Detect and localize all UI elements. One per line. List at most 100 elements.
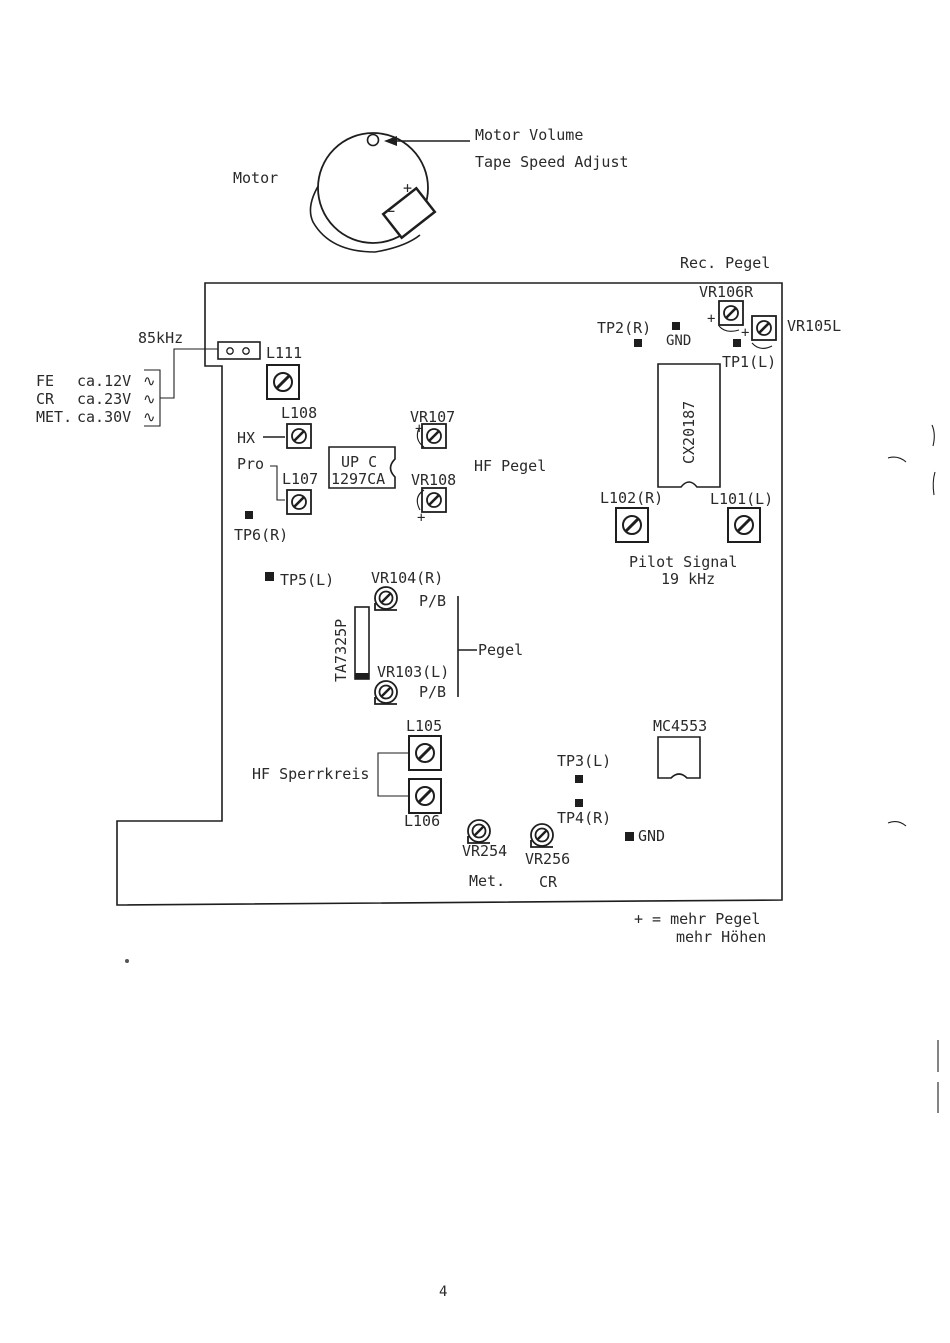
tp6r-testpoint[interactable] (245, 511, 253, 519)
fe-label: FE (36, 372, 54, 390)
motor-label: Motor (233, 169, 278, 187)
pro-label: Pro (237, 455, 264, 473)
vr108-plus-mark: + (417, 510, 425, 526)
sperrkreis-bracket (377, 752, 409, 797)
cr-label: CR (36, 390, 55, 408)
gnd-bottom-testpoint[interactable] (625, 832, 634, 841)
vr256-pot[interactable] (529, 822, 555, 849)
pilot-freq-label: 19 kHz (661, 570, 715, 588)
pb2-label: P/B (419, 683, 446, 701)
tape-speed-adjust-label: Tape Speed Adjust (475, 153, 629, 171)
hf-sperrkreis-label: HF Sperrkreis (252, 765, 369, 783)
motor-minus-mark: − (386, 202, 395, 220)
cr-mode-label: CR (539, 873, 558, 891)
oscillator-header (217, 341, 261, 360)
fe-voltage: ca.12V (77, 372, 131, 390)
cx20187-chip-label: CX20187 (680, 401, 698, 464)
scan-artifacts (125, 424, 939, 1113)
vr103l-label: VR103(L) (377, 663, 449, 681)
tp1l-testpoint[interactable] (733, 339, 741, 347)
l108-coil[interactable] (285, 422, 313, 450)
upc1297ca-chip (328, 446, 396, 489)
vr106r-plus-mark: + (707, 311, 715, 327)
tp5l-testpoint[interactable] (265, 572, 274, 581)
l106-coil[interactable] (407, 777, 443, 815)
motor-plus-mark: + (403, 179, 412, 197)
l111-label: L111 (266, 344, 302, 362)
fe-ac-symbol: ∿ (143, 372, 156, 390)
vr104r-pot[interactable] (373, 585, 399, 612)
motor-volume-label: Motor Volume (475, 126, 583, 144)
l111-coil[interactable] (265, 363, 301, 401)
pegel-label: Pegel (478, 641, 523, 659)
tp5l-label: TP5(L) (280, 571, 334, 589)
motor-adjust-arrow (384, 136, 397, 146)
l108-label: L108 (281, 404, 317, 422)
vr106r-trimmer[interactable] (717, 299, 745, 327)
tp3l-testpoint[interactable] (575, 775, 583, 783)
cr-ac-symbol: ∿ (143, 390, 156, 408)
cr-voltage: ca.23V (77, 390, 131, 408)
vr107-trimmer[interactable] (420, 422, 448, 450)
vr254-pot[interactable] (466, 818, 492, 845)
l107-coil[interactable] (285, 488, 313, 516)
gnd-top-testpoint[interactable] (672, 322, 680, 330)
met-mode-label: Met. (469, 872, 505, 890)
page-number: 4 (439, 1284, 447, 1300)
vr108-trimmer[interactable] (420, 486, 448, 514)
upc-chip-label-line1: UP C (341, 453, 377, 471)
vr104r-label: VR104(R) (371, 569, 443, 587)
met-ac-symbol: ∿ (143, 408, 156, 426)
hf-pegel-label: HF Pegel (474, 457, 546, 475)
l101l-coil[interactable] (726, 506, 762, 544)
l105-label: L105 (406, 717, 442, 735)
mc4553-chip (657, 736, 701, 779)
mc4553-label: MC4553 (653, 717, 707, 735)
vr107-label: VR107 (410, 408, 455, 426)
legend-line1: + = mehr Pegel (634, 910, 760, 928)
motor-assembly (309, 132, 470, 253)
tp2r-label: TP2(R) (597, 319, 651, 337)
vr108-rotation-arrow (416, 489, 425, 511)
vr254-label: VR254 (462, 842, 507, 860)
vr103l-pot[interactable] (373, 679, 399, 706)
gnd-top-label: GND (666, 333, 691, 349)
l107-label: L107 (282, 470, 318, 488)
met-label: MET. (36, 408, 72, 426)
pcb-outline (116, 282, 783, 906)
gnd-bottom-label: GND (638, 827, 665, 845)
pilot-signal-label: Pilot Signal (629, 553, 737, 571)
tp6r-label: TP6(R) (234, 526, 288, 544)
vr105l-plus-mark: + (741, 325, 749, 341)
tp2r-testpoint[interactable] (634, 339, 642, 347)
vr256-label: VR256 (525, 850, 570, 868)
vr105l-rotation-arrow (751, 342, 773, 349)
l105-coil[interactable] (407, 734, 443, 772)
motor-trimmer-hole (366, 133, 380, 147)
tp4r-testpoint[interactable] (575, 799, 583, 807)
cx20187-chip (657, 363, 721, 488)
tp4r-label: TP4(R) (557, 809, 611, 827)
vr107-plus-mark: + (415, 421, 423, 437)
85khz-label: 85kHz (138, 329, 183, 347)
upc-chip-label-line2: 1297CA (331, 470, 385, 488)
voltage-bracket (144, 369, 161, 427)
vr105l-label: VR105L (787, 317, 841, 335)
l101l-label: L101(L) (710, 490, 773, 508)
ta7325p-chip-label: TA7325P (332, 619, 350, 682)
l102r-coil[interactable] (614, 506, 650, 544)
l102r-label: L102(R) (600, 489, 663, 507)
met-voltage: ca.30V (77, 408, 131, 426)
ta7325p-chip (354, 606, 370, 680)
vr108-label: VR108 (411, 471, 456, 489)
hx-label: HX (237, 429, 255, 447)
pro-bracket (270, 465, 285, 501)
tp3l-label: TP3(L) (557, 752, 611, 770)
vr105l-trimmer[interactable] (750, 314, 778, 342)
pb1-label: P/B (419, 592, 446, 610)
vr107-rotation-arrow (416, 427, 425, 448)
85khz-leader-line (160, 348, 218, 399)
legend-line2: mehr Höhen (676, 928, 766, 946)
rec-pegel-label: Rec. Pegel (680, 254, 770, 272)
